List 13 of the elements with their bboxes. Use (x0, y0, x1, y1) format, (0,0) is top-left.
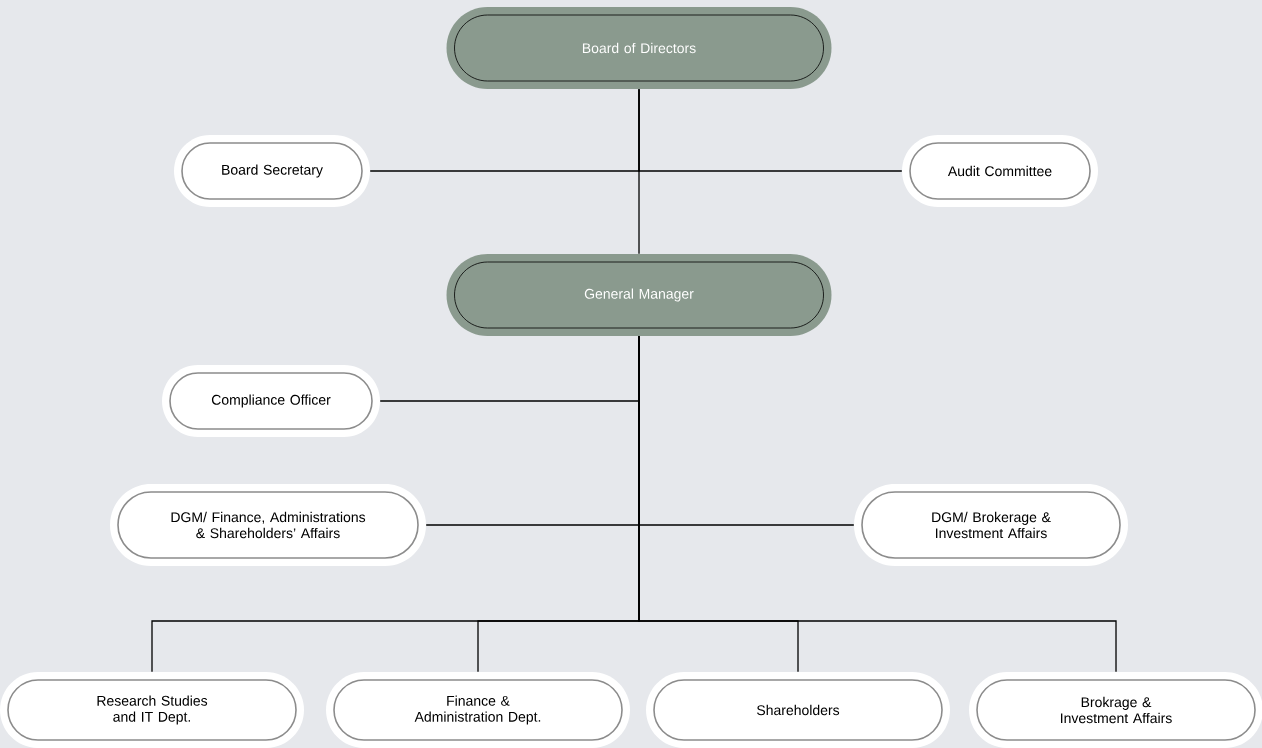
office-box: DGM/ Brokerage & Investment Affairs (854, 484, 1128, 566)
department-box: Shareholders (646, 672, 950, 748)
department-box: Finance & Administration Dept. (326, 672, 630, 748)
office-box: Board Secretary (174, 135, 370, 207)
department-box: Research Studies and IT Dept. (0, 672, 304, 748)
office-box: Compliance Officer (162, 365, 380, 437)
connector-line (638, 335, 1117, 673)
office-box: DGM/ Finance, Administrations & Shareholders’ Affairs (110, 484, 426, 566)
executive-box: Board of Directors (446, 7, 832, 89)
connector-line (638, 88, 640, 255)
executive-box: General Manager (446, 254, 832, 336)
office-box: Audit Committee (902, 135, 1098, 207)
department-box: Brokrage & Investment Affairs (969, 672, 1262, 748)
